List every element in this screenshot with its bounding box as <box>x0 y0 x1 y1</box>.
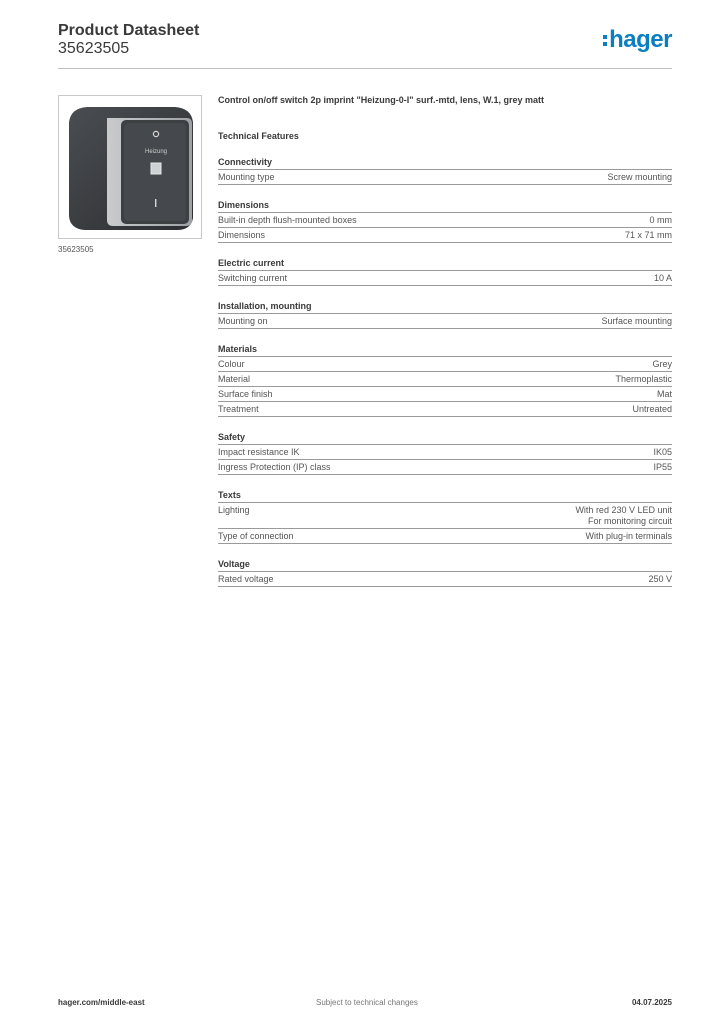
footer-date: 04.07.2025 <box>631 998 672 1007</box>
spec-row: Dimensions 71 x 71 mm <box>218 228 672 243</box>
spec-value-line: For monitoring circuit <box>587 516 672 526</box>
spec-label: Rated voltage <box>218 574 274 584</box>
spec-row: Ingress Protection (IP) class IP55 <box>218 460 672 475</box>
spec-content: Control on/off switch 2p imprint "Heizun… <box>218 95 672 587</box>
spec-row: Impact resistance IK IK05 <box>218 445 672 460</box>
spec-row: Type of connection With plug-in terminals <box>218 529 672 544</box>
section-title: Dimensions <box>218 200 672 213</box>
switch-label-text: Heizung <box>145 149 167 155</box>
spec-value-line: Screw mounting <box>607 172 672 182</box>
spec-value-line: 250 V <box>648 574 672 584</box>
switch-illustration: Heizung O / I <box>69 107 193 230</box>
spec-row: Colour Grey <box>218 357 672 372</box>
spec-label: Treatment <box>218 404 259 414</box>
spec-value: IP55 <box>653 462 672 473</box>
spec-row: Built-in depth flush-mounted boxes 0 mm <box>218 213 672 228</box>
spec-label: Mounting on <box>218 316 268 326</box>
spec-value-line: With plug-in terminals <box>585 531 672 541</box>
spec-label: Switching current <box>218 273 288 283</box>
spec-label: Impact resistance IK <box>218 447 300 457</box>
spec-value: With plug-in terminals <box>585 531 672 542</box>
section-title: Texts <box>218 490 672 503</box>
section-title: Voltage <box>218 559 672 572</box>
spec-value-line: Thermoplastic <box>615 374 672 384</box>
spec-row: Treatment Untreated <box>218 402 672 417</box>
spec-row: Material Thermoplastic <box>218 372 672 387</box>
section-title: Installation, mounting <box>218 301 672 314</box>
technical-features-heading: Technical Features <box>218 131 299 141</box>
spec-row: Mounting type Screw mounting <box>218 170 672 185</box>
spec-label: Lighting <box>218 505 250 515</box>
section-title: Connectivity <box>218 157 672 170</box>
spec-value-line: 10 A <box>653 273 672 283</box>
spec-value: Screw mounting <box>607 172 672 183</box>
spec-label: Colour <box>218 359 245 369</box>
image-caption: 35623505 <box>58 245 94 254</box>
spec-value: 0 mm <box>650 215 673 226</box>
spec-value: Surface mounting <box>601 316 672 327</box>
spec-row: Mounting on Surface mounting <box>218 314 672 329</box>
product-description: Control on/off switch 2p imprint "Heizun… <box>218 95 545 105</box>
footer-notice: Subject to technical changes <box>316 998 418 1007</box>
spec-value: 71 x 71 mm <box>625 230 672 241</box>
spec-value-line: IP55 <box>653 462 672 472</box>
spec-value-line: IK05 <box>653 447 672 457</box>
section-title: Electric current <box>218 258 672 271</box>
spec-value: 250 V <box>648 574 672 585</box>
logo-colon-icon <box>603 33 608 47</box>
spec-label: Mounting type <box>218 172 275 182</box>
spec-value: Untreated <box>632 404 672 415</box>
spec-label: Dimensions <box>218 230 266 240</box>
page-header: Product Datasheet 35623505 hager <box>58 22 672 70</box>
spec-row: Surface finish Mat <box>218 387 672 402</box>
spec-value-line: Grey <box>652 359 672 369</box>
spec-value: IK05 <box>653 447 672 458</box>
spec-label: Surface finish <box>218 389 273 399</box>
footer-website: hager.com/middle-east <box>58 998 145 1007</box>
header-divider <box>58 68 672 69</box>
spec-value: Grey <box>652 359 672 370</box>
spec-value: Thermoplastic <box>615 374 672 385</box>
spec-value-line: Untreated <box>632 404 672 414</box>
section-title: Safety <box>218 432 672 445</box>
spec-value-line: Mat <box>656 389 672 399</box>
page-title: Product Datasheet <box>58 22 200 39</box>
product-code: 35623505 <box>58 40 130 57</box>
spec-label: Ingress Protection (IP) class <box>218 462 331 472</box>
spec-label: Built-in depth flush-mounted boxes <box>218 215 357 225</box>
product-image: Heizung O / I <box>58 95 202 239</box>
spec-value-line: 71 x 71 mm <box>624 230 672 240</box>
spec-value: Mat <box>657 389 672 400</box>
hager-logo: hager <box>603 26 672 54</box>
spec-row: Rated voltage 250 V <box>218 572 672 587</box>
logo-text: hager <box>609 26 672 53</box>
spec-value-line: Surface mounting <box>601 316 672 326</box>
spec-label: Material <box>218 374 251 384</box>
spec-value-line: 0 mm <box>649 215 673 225</box>
section-title: Materials <box>218 344 672 357</box>
spec-value: 10 A <box>654 273 672 284</box>
spec-value-line: With red 230 V LED unit <box>575 505 672 515</box>
spec-label: Type of connection <box>218 531 294 541</box>
spec-row: Switching current 10 A <box>218 271 672 286</box>
